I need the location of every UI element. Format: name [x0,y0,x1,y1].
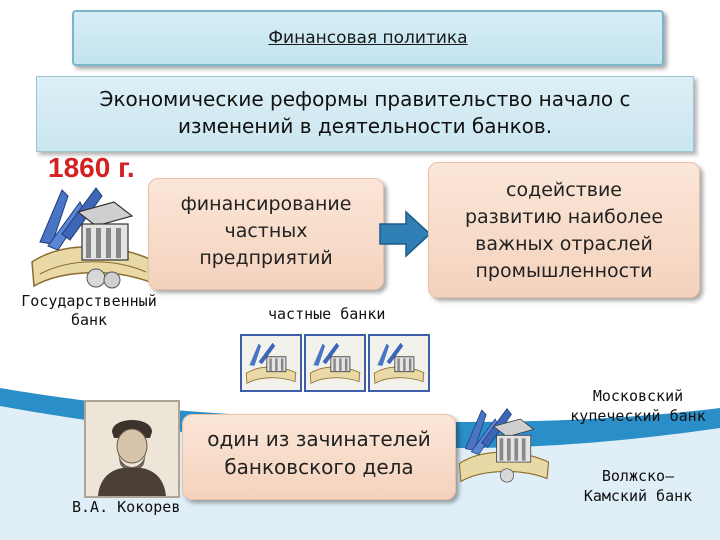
moscow-bank-label: Московский купеческий банк [558,386,718,426]
volga-bank-label: Волжско– Камский банк [558,466,718,506]
moscow-bank-line1: Московский [592,387,684,405]
portrait-image [84,400,180,498]
financing-box: финансирование частных предприятий [148,178,384,290]
founder-line1: один из зачинателей [207,427,431,451]
bank-icon-building [76,201,134,261]
founder-line2: банковского дела [224,455,414,479]
bank-building-icon [309,342,361,384]
support-line1: содействие [506,179,622,201]
support-line3: важных отраслей [475,233,653,255]
state-bank-label-line2: банк [70,311,108,329]
page-title: Финансовая политика [268,28,468,48]
state-bank-label: Государственный банк [4,292,174,330]
support-line4: промышленности [475,260,653,282]
intro-box: Экономические реформы правительство нача… [36,76,694,152]
year-label: 1860 г. [48,152,135,183]
bank-building-icon [458,407,550,483]
financing-line1: финансирование [180,193,352,215]
state-bank-label-line1: Государственный [21,292,157,310]
arrow-right-icon [379,210,432,258]
title-box: Финансовая политика [72,10,664,66]
volga-bank-line1: Волжско– [601,467,675,485]
person-name: В.А. Кокорев [72,498,181,516]
bank-building-icon [245,342,297,384]
intro-text: Экономические реформы правительство нача… [99,87,631,138]
portrait-figure [86,402,178,496]
volga-bank-line2: Камский банк [583,487,693,505]
moscow-bank-line2: купеческий банк [570,407,706,425]
financing-line3: предприятий [199,247,333,269]
private-banks-label: частные банки [268,305,386,323]
founder-box: один из зачинателей банковского дела [182,414,456,500]
private-bank-image-2 [304,334,366,392]
private-bank-image-3 [368,334,430,392]
private-bank-image-1 [240,334,302,392]
bank-building-icon [31,187,153,289]
support-box: содействие развитию наиболее важных отра… [428,162,700,298]
bank-building-icon [373,342,425,384]
support-line2: развитию наиболее [464,206,664,228]
financing-line2: частных [224,220,308,242]
